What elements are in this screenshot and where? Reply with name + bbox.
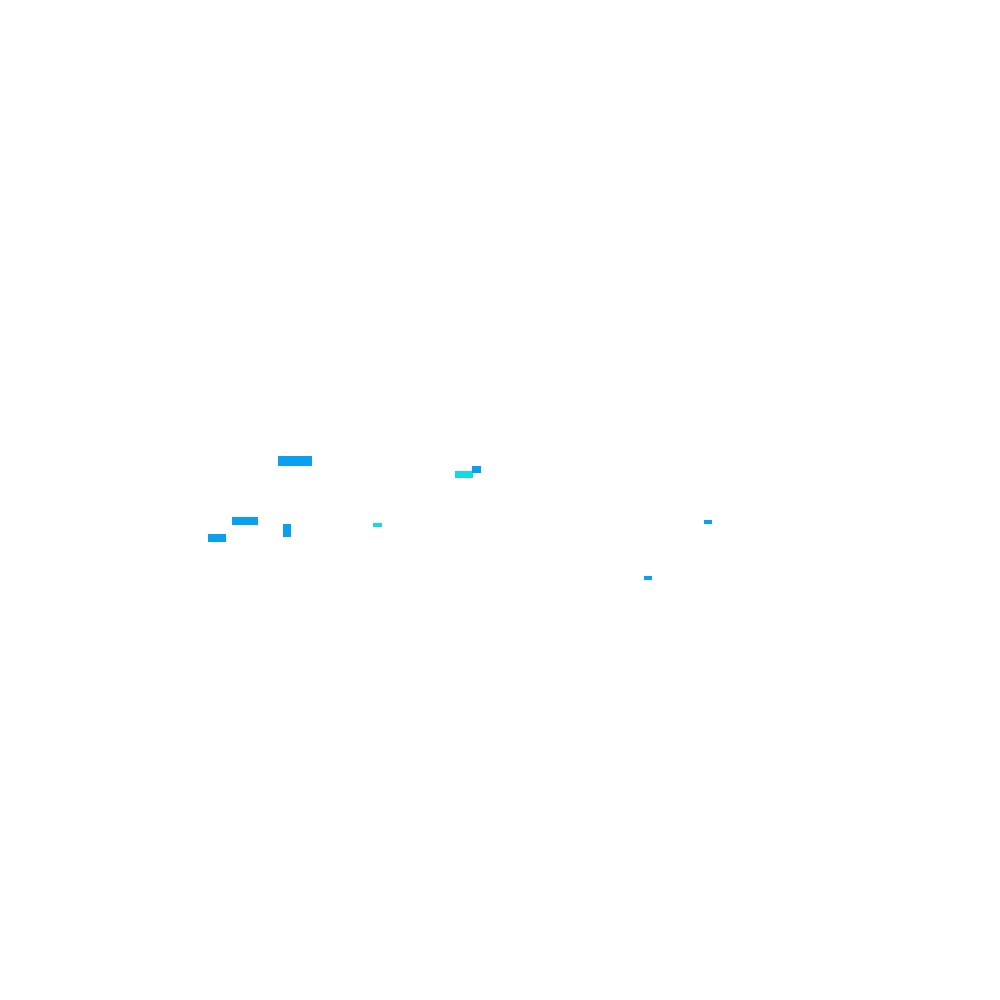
blue-fragment — [644, 576, 652, 580]
blue-fragment — [283, 524, 291, 537]
blue-fragment — [704, 520, 712, 524]
blue-fragment — [472, 466, 481, 473]
cyan-fragment — [455, 471, 473, 478]
blue-fragment — [278, 456, 312, 466]
blue-fragment — [232, 517, 258, 525]
cyan-fragment — [373, 523, 382, 527]
blue-fragment — [208, 534, 226, 542]
